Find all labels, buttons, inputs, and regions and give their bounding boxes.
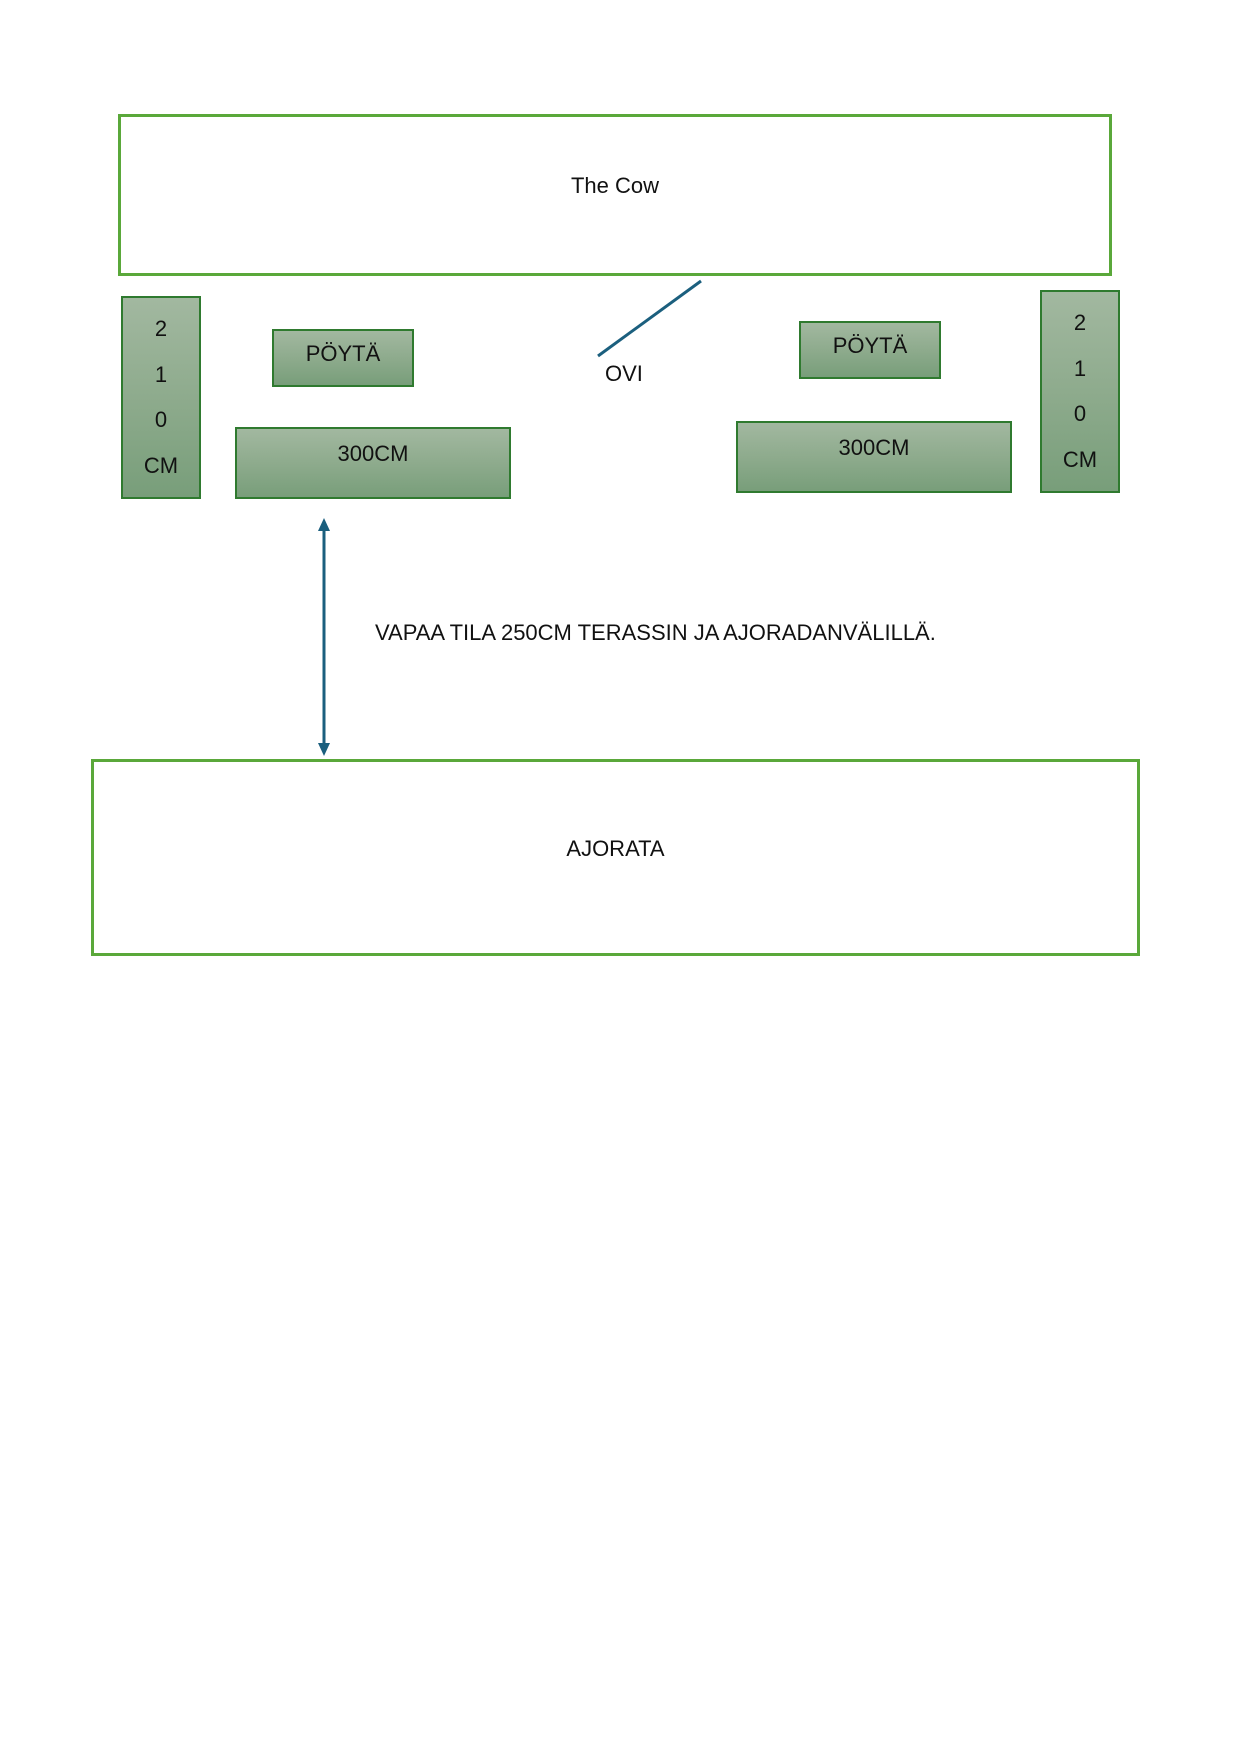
left-vertical-char: CM (143, 453, 179, 479)
right-vertical-char: CM (1062, 447, 1098, 473)
right-vertical-box: 2 1 0 CM (1040, 290, 1120, 493)
building-label: The Cow (570, 173, 660, 198)
left-vertical-char: 2 (154, 315, 168, 341)
right-vertical-char: 2 (1073, 309, 1087, 335)
right-vertical-char: 1 (1073, 355, 1087, 381)
right-vertical-char: 0 (1073, 401, 1087, 427)
right-table-label: PÖYTÄ (832, 333, 908, 358)
right-bench: 300CM (736, 421, 1012, 493)
road-label: AJORATA (566, 836, 665, 861)
left-vertical-char: 0 (154, 407, 168, 433)
clearance-arrow-head-up (318, 518, 330, 531)
door-label: OVI (605, 361, 643, 386)
right-bench-label: 300CM (838, 435, 910, 460)
left-vertical-char: 1 (154, 361, 168, 387)
left-bench: 300CM (235, 427, 511, 499)
left-table: PÖYTÄ (272, 329, 414, 387)
door-line (597, 279, 702, 358)
clearance-arrow-head-down (318, 743, 330, 756)
road-outline: AJORATA (91, 759, 1140, 956)
left-bench-label: 300CM (337, 441, 409, 466)
right-table: PÖYTÄ (799, 321, 941, 379)
left-table-label: PÖYTÄ (305, 341, 381, 366)
left-vertical-box: 2 1 0 CM (121, 296, 201, 499)
clearance-label: VAPAA TILA 250CM TERASSIN JA AJORADANVÄL… (375, 620, 936, 645)
building-outline: The Cow (118, 114, 1112, 276)
